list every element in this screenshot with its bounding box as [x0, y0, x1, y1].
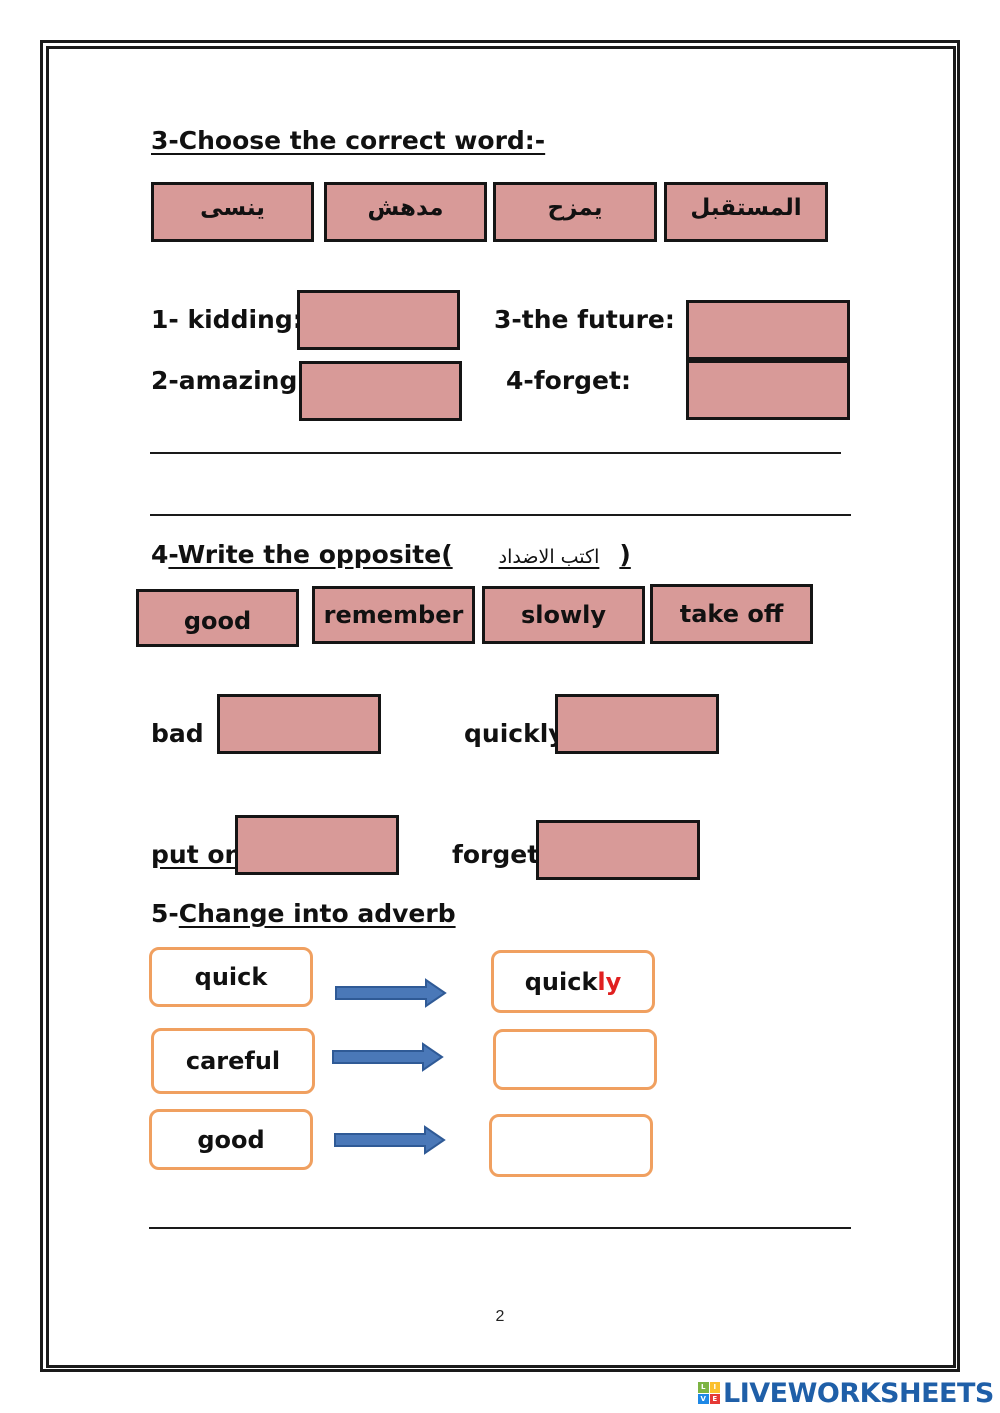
page-number: 2	[495, 1308, 505, 1325]
liveworksheets-logo: L I V E LIVEWORKSHEETS	[698, 1376, 994, 1410]
item-put-on-label: put on	[151, 840, 243, 869]
divider-line	[150, 452, 841, 454]
section-3-title: 3-Choose the correct word:-	[151, 126, 546, 155]
item-future-label: 3-the future:	[494, 305, 675, 334]
answer-box-future[interactable]	[686, 300, 850, 360]
opposite-bank-item-3[interactable]: slowly	[482, 586, 645, 644]
logo-badge-letter: I	[709, 1382, 720, 1393]
word-bank-item-4[interactable]: المستقبل	[664, 182, 828, 242]
arrow-right-icon	[334, 1125, 446, 1155]
section-4-title-text: -Write the opposite( اكتب الاضداد)	[168, 540, 630, 569]
answer-box-amazing[interactable]	[299, 361, 462, 421]
logo-badge-letter: E	[709, 1393, 720, 1404]
item-forget-opposite-label: forget	[452, 840, 540, 869]
word-bank-item-2[interactable]: مدهش	[324, 182, 487, 242]
answer-box-kidding[interactable]	[297, 290, 460, 350]
section-4-number: 4	[151, 540, 169, 569]
section-5-title-text: Change into adverb	[178, 899, 456, 928]
item-forget-label: 4-forget:	[506, 366, 631, 395]
answer-box-forget-opposite[interactable]	[536, 820, 700, 880]
section-5-number: 5-	[151, 899, 179, 928]
page-border-inner	[46, 46, 956, 1368]
section-4-title-arabic: اكتب الاضداد	[498, 546, 600, 568]
logo-badge-icon: L I V E	[698, 1382, 720, 1404]
opposite-bank-item-1[interactable]: good	[136, 589, 299, 647]
arrow-right-icon	[332, 1042, 444, 1072]
opposite-bank-item-4[interactable]: take off	[650, 584, 813, 644]
adverb-answer-box[interactable]	[493, 1029, 657, 1090]
answer-box-bad[interactable]	[217, 694, 381, 754]
answer-box-forget[interactable]	[686, 360, 850, 420]
section-4-title: 4-Write the opposite( اكتب الاضداد)	[151, 540, 631, 572]
divider-line	[149, 1227, 851, 1229]
logo-badge-letter: L	[698, 1382, 709, 1393]
logo-badge-letter: V	[698, 1393, 709, 1404]
base-word-box: careful	[151, 1028, 315, 1094]
arrow-right-icon	[335, 978, 447, 1008]
adverb-answer-box[interactable]	[489, 1114, 653, 1177]
section-5-title: 5-Change into adverb	[151, 899, 456, 929]
answer-box-put-on[interactable]	[235, 815, 399, 875]
logo-text: LIVEWORKSHEETS	[723, 1377, 994, 1409]
item-bad-label: bad	[151, 719, 204, 748]
word-bank-item-1[interactable]: ينسى	[151, 182, 314, 242]
section-4-title-close: )	[619, 540, 631, 569]
base-word-box: quick	[149, 947, 313, 1007]
adverb-suffix: ly	[597, 967, 622, 996]
section-4-title-en: -Write the opposite(	[168, 540, 453, 569]
item-amazing-label: 2-amazing:	[151, 366, 308, 395]
item-kidding-label: 1- kidding:	[151, 305, 303, 334]
base-word-box: good	[149, 1109, 313, 1170]
divider-line	[150, 514, 851, 516]
answer-box-quickly[interactable]	[555, 694, 719, 754]
opposite-bank-item-2[interactable]: remember	[312, 586, 475, 644]
word-bank-item-3[interactable]: يمزح	[493, 182, 657, 242]
page-border-outer	[40, 40, 960, 1372]
adverb-answer-base: quick	[524, 967, 598, 996]
item-quickly-label: quickly	[464, 719, 565, 748]
